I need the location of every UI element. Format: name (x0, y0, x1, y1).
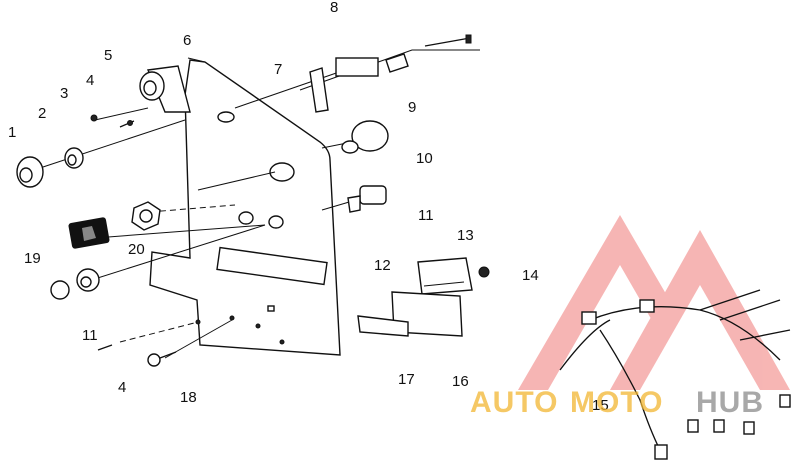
callout-20: 20 (128, 241, 145, 258)
callout-6: 6 (183, 32, 191, 49)
part-10-ignition-switch (341, 120, 389, 154)
callout-8: 8 (330, 0, 338, 16)
callout-3: 3 (60, 85, 68, 102)
callout-18: 18 (180, 389, 197, 406)
part-14-nut (478, 266, 490, 278)
callout-14: 14 (522, 267, 539, 284)
callout-11b: 11 (82, 327, 98, 344)
part-19-indicator (68, 217, 110, 249)
callout-4b: 4 (118, 379, 126, 396)
callout-9: 9 (408, 99, 416, 116)
part-13-connector (417, 257, 473, 295)
part-11-nuts (50, 268, 100, 300)
callout-labels: 1 2 3 4 5 6 7 8 9 10 11 12 13 14 15 16 1… (8, 0, 609, 414)
callout-15: 15 (592, 397, 609, 414)
callout-1: 1 (8, 124, 16, 141)
part-11-toggle-switch (347, 185, 387, 213)
callout-5: 5 (104, 47, 112, 64)
part-2-washer (64, 147, 84, 169)
callout-11: 11 (418, 207, 434, 224)
watermark-text: AUTO MOTO HUB (470, 386, 764, 419)
callout-2: 2 (38, 105, 46, 122)
part-16-17-bracket (357, 291, 463, 337)
part-18-bolt (147, 351, 177, 367)
panel (149, 57, 341, 356)
callout-4: 4 (86, 72, 94, 89)
callout-13: 13 (457, 227, 474, 244)
watermark-text-mid: MOTO (570, 386, 663, 419)
callout-12: 12 (374, 257, 391, 274)
callout-17: 17 (398, 371, 415, 388)
watermark-text-left: AUTO (470, 386, 558, 419)
part-4-screw-lower (97, 344, 113, 351)
callout-7: 7 (274, 61, 282, 78)
watermark-text-right: HUB (696, 386, 764, 419)
part-20-nut (131, 201, 161, 231)
callout-19: 19 (24, 250, 41, 267)
part-3-screw (90, 114, 98, 122)
part-8-9-linkage (309, 34, 472, 113)
part-4-screw (119, 120, 135, 128)
part-5-6-gauge-housing (139, 65, 191, 113)
part-1-bezel-nut (16, 156, 44, 188)
callout-16: 16 (452, 373, 469, 390)
part-15-wiring-harness (559, 289, 791, 460)
callout-10: 10 (416, 150, 433, 167)
